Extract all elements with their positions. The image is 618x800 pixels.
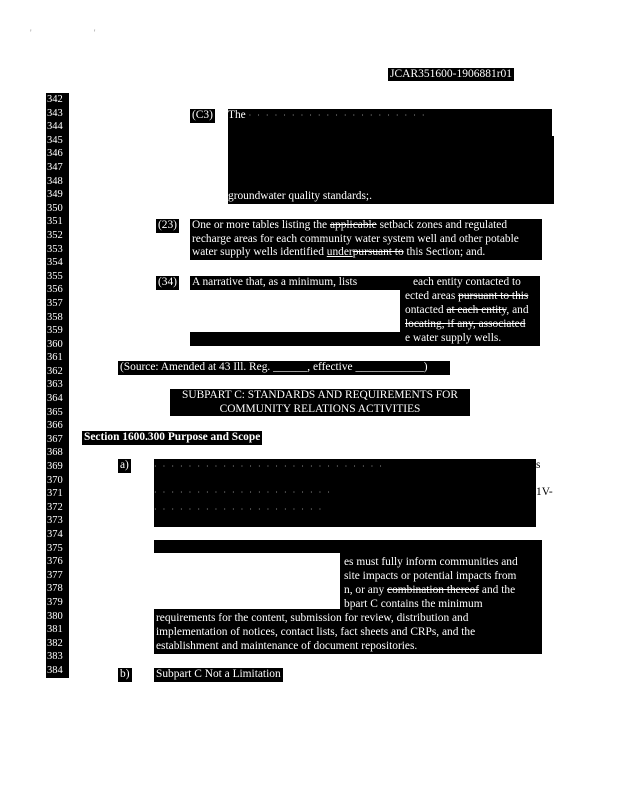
item-23-line-2: recharge areas for each community water … <box>192 232 519 245</box>
line-number: 357 <box>47 297 63 309</box>
line-number: 381 <box>47 624 63 636</box>
item-a-degraded-line-4: · · · · · · · · · · · · · · · · · · · · <box>154 505 324 515</box>
line-number: 359 <box>47 325 63 337</box>
line-number: 373 <box>47 515 63 527</box>
line-number: 383 <box>47 651 63 663</box>
line-number: 347 <box>47 161 63 173</box>
item-34-label: (34) <box>156 276 179 290</box>
c3-paragraph-top: The · · · · · · · · · · · · · · · · · · … <box>228 109 552 136</box>
subpart-c-title: SUBPART C: STANDARDS AND REQUIREMENTS FO… <box>170 389 470 417</box>
line-number: 360 <box>47 338 63 350</box>
item-34-line-1b: each entity contacted to <box>413 276 521 288</box>
item-34-line-4: locating, if any, associated <box>405 318 526 330</box>
line-number: 378 <box>47 583 63 595</box>
line-number: 375 <box>47 542 63 554</box>
line-number: 384 <box>47 664 63 676</box>
item-23-line-3: water supply wells identified underpursu… <box>192 246 486 259</box>
line-number: 355 <box>47 270 63 282</box>
line-number: 376 <box>47 556 63 568</box>
subpart-c-title-line-2: COMMUNITY RELATIONS ACTIVITIES <box>219 402 421 415</box>
item-34-line-1a: A narrative that, as a minimum, lists <box>192 276 358 288</box>
document-code: JCAR351600-1906881r01 <box>388 68 515 81</box>
item-a-line-1-end: s <box>536 459 541 471</box>
line-number: 364 <box>47 393 63 405</box>
c3-first-word: The <box>228 109 246 121</box>
item-34-white-gap <box>190 290 400 332</box>
line-number: 374 <box>47 529 63 540</box>
item-a-p2-line-6: implementation of notices, contact lists… <box>156 626 476 638</box>
line-number: 351 <box>47 216 63 228</box>
line-number: 358 <box>47 311 63 323</box>
line-number: 343 <box>47 107 63 119</box>
line-number: 370 <box>47 474 63 486</box>
item-a-p2-line-2: site impacts or potential impacts from <box>344 570 517 582</box>
line-number: 345 <box>47 134 63 146</box>
item-b-heading: Subpart C Not a Limitation <box>154 668 283 682</box>
line-number: 377 <box>47 569 63 581</box>
item-b-label: b) <box>118 668 132 682</box>
item-34-line-5: e water supply wells. <box>405 332 502 344</box>
line-number: 380 <box>47 610 63 622</box>
item-a-white-gap <box>154 553 340 609</box>
scan-marks: ' ' <box>30 28 126 38</box>
item-34-line-3: ontacted at each entity, and <box>405 304 529 316</box>
c3-last-line: groundwater quality standards;. <box>228 190 554 204</box>
line-number: 354 <box>47 257 63 269</box>
section-1600-300-heading: Section 1600.300 Purpose and Scope <box>82 431 263 445</box>
item-a-p2-line-7: establishment and maintenance of documen… <box>156 640 418 652</box>
line-number: 382 <box>47 637 63 649</box>
subpart-c-title-line-1: SUBPART C: STANDARDS AND REQUIREMENTS FO… <box>182 389 458 401</box>
item-a-p2-line-5: requirements for the content, submission… <box>156 612 469 624</box>
item-a-degraded-line-1: · · · · · · · · · · · · · · · · · · · · … <box>154 462 384 471</box>
item-a-p2-line-4: bpart C contains the minimum <box>344 598 483 610</box>
line-number: 342 <box>47 94 63 105</box>
line-number: 352 <box>47 229 63 241</box>
source-note: (Source: Amended at 43 Ill. Reg. ______,… <box>118 361 450 375</box>
c3-label: (C3) <box>190 109 215 123</box>
c3-degraded-text: · · · · · · · · · · · · · · · · · · · · … <box>248 111 427 120</box>
line-number: 371 <box>47 488 63 500</box>
line-number: 366 <box>47 420 63 432</box>
line-number: 362 <box>47 365 63 377</box>
line-number: 379 <box>47 596 63 608</box>
item-a-paragraph-1: · · · · · · · · · · · · · · · · · · · · … <box>154 459 536 527</box>
line-number: 346 <box>47 148 63 160</box>
line-number: 369 <box>47 461 63 473</box>
item-a-p2-line-1: es must fully inform communities and <box>344 556 518 568</box>
line-number: 353 <box>47 243 63 255</box>
line-number: 361 <box>47 352 63 364</box>
item-a-p2-line-3: n, or any combination thereof and the <box>344 584 516 596</box>
c3-redacted-block <box>228 136 554 190</box>
line-number: 349 <box>47 189 63 201</box>
item-23-line-1: One or more tables listing the applicabl… <box>192 219 508 231</box>
line-number: 344 <box>47 121 63 133</box>
item-34-line-2: ected areas pursuant to this <box>405 290 529 302</box>
item-a-line-3-end: 1V- <box>536 486 553 498</box>
line-number: 350 <box>47 202 63 214</box>
line-number: 356 <box>47 284 63 296</box>
item-a-label: a) <box>118 459 131 473</box>
item-23-label: (23) <box>156 219 179 233</box>
line-number: 367 <box>47 433 63 445</box>
line-number: 363 <box>47 379 63 391</box>
line-number: 368 <box>47 447 63 459</box>
line-number: 365 <box>47 406 63 418</box>
item-a-degraded-line-3: · · · · · · · · · · · · · · · · · · · · … <box>154 487 332 497</box>
item-23-paragraph: One or more tables listing the applicabl… <box>190 219 542 260</box>
line-number: 348 <box>47 175 63 187</box>
line-number: 372 <box>47 501 63 513</box>
